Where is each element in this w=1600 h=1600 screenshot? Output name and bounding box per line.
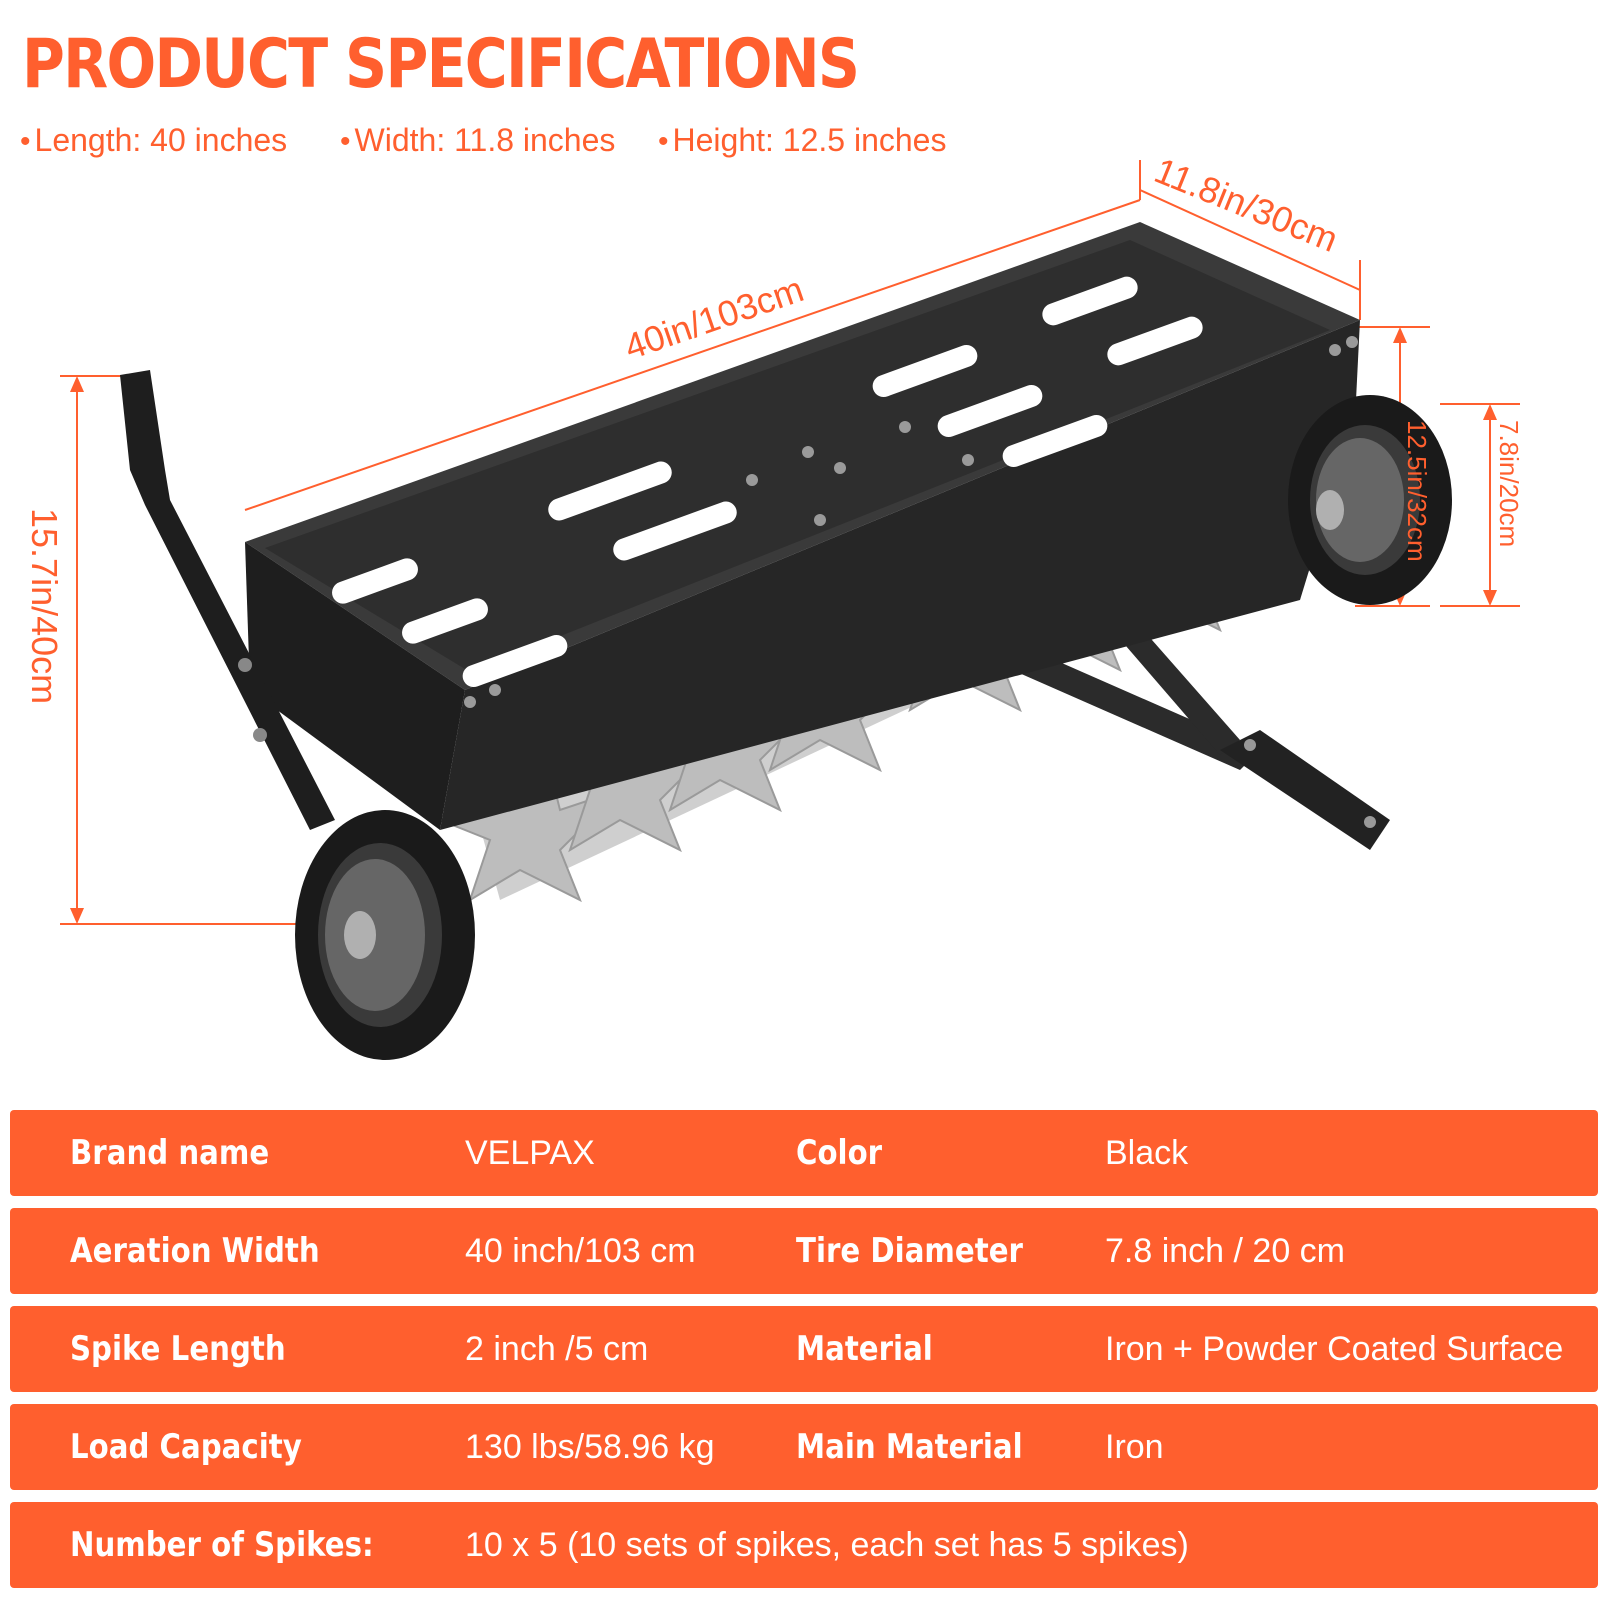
spec-key: Spike Length bbox=[70, 1329, 286, 1369]
spec-row-spikes: Number of Spikes: 10 x 5 (10 sets of spi… bbox=[10, 1502, 1598, 1588]
dimension-length-text: Length: 40 inches bbox=[34, 122, 288, 158]
right-wheel bbox=[1288, 395, 1452, 605]
spec-row: Brand name VELPAX Color Black bbox=[10, 1110, 1598, 1196]
label-tire: 7.8in/20cm bbox=[1494, 420, 1524, 547]
left-wheel bbox=[295, 810, 475, 1060]
spec-key: Tire Diameter bbox=[796, 1231, 1023, 1271]
spec-key: Load Capacity bbox=[70, 1427, 302, 1467]
spec-key: Main Material bbox=[796, 1427, 1023, 1467]
dimension-width: •Width: 11.8 inches bbox=[340, 122, 616, 158]
spec-row: Load Capacity 130 lbs/58.96 kg Main Mate… bbox=[10, 1404, 1598, 1490]
spec-value: VELPAX bbox=[465, 1134, 595, 1172]
dimension-height: •Height: 12.5 inches bbox=[658, 122, 947, 158]
dimension-list: •Length: 40 inches •Width: 11.8 inches •… bbox=[20, 122, 1020, 172]
spec-key: Number of Spikes: bbox=[70, 1525, 374, 1565]
spec-key: Material bbox=[796, 1329, 933, 1369]
spec-value: Black bbox=[1105, 1134, 1189, 1172]
spec-value: Iron bbox=[1105, 1428, 1164, 1466]
dimension-length: •Length: 40 inches bbox=[20, 122, 288, 158]
spec-value: 2 inch /5 cm bbox=[465, 1330, 649, 1368]
spec-key: Brand name bbox=[70, 1133, 270, 1173]
spec-value: 40 inch/103 cm bbox=[465, 1232, 696, 1270]
spec-value: 10 x 5 (10 sets of spikes, each set has … bbox=[465, 1526, 1189, 1564]
spec-key: Aeration Width bbox=[70, 1231, 320, 1271]
dimension-height-text: Height: 12.5 inches bbox=[672, 122, 947, 158]
aerator-product-image: 40in/103cm 11.8in/30cm 12.5in/32cm 7.8in… bbox=[24, 150, 1524, 1060]
push-handle bbox=[120, 370, 335, 830]
spec-value: 130 lbs/58.96 kg bbox=[465, 1428, 715, 1466]
spec-row: Spike Length 2 inch /5 cm Material Iron … bbox=[10, 1306, 1598, 1392]
page-title: PRODUCT SPECIFICATIONS bbox=[22, 25, 860, 104]
spec-value: Iron + Powder Coated Surface bbox=[1105, 1330, 1564, 1368]
label-handle-height: 15.7in/40cm bbox=[24, 508, 65, 704]
spec-table: Brand name VELPAX Color Black Aeration W… bbox=[10, 1110, 1598, 1600]
spec-row: Aeration Width 40 inch/103 cm Tire Diame… bbox=[10, 1208, 1598, 1294]
spec-value: 7.8 inch / 20 cm bbox=[1105, 1232, 1346, 1270]
spec-key: Color bbox=[796, 1133, 883, 1173]
label-height: 12.5in/32cm bbox=[1402, 420, 1432, 562]
dimension-width-text: Width: 11.8 inches bbox=[354, 122, 616, 158]
spreader-tray bbox=[245, 222, 1360, 830]
